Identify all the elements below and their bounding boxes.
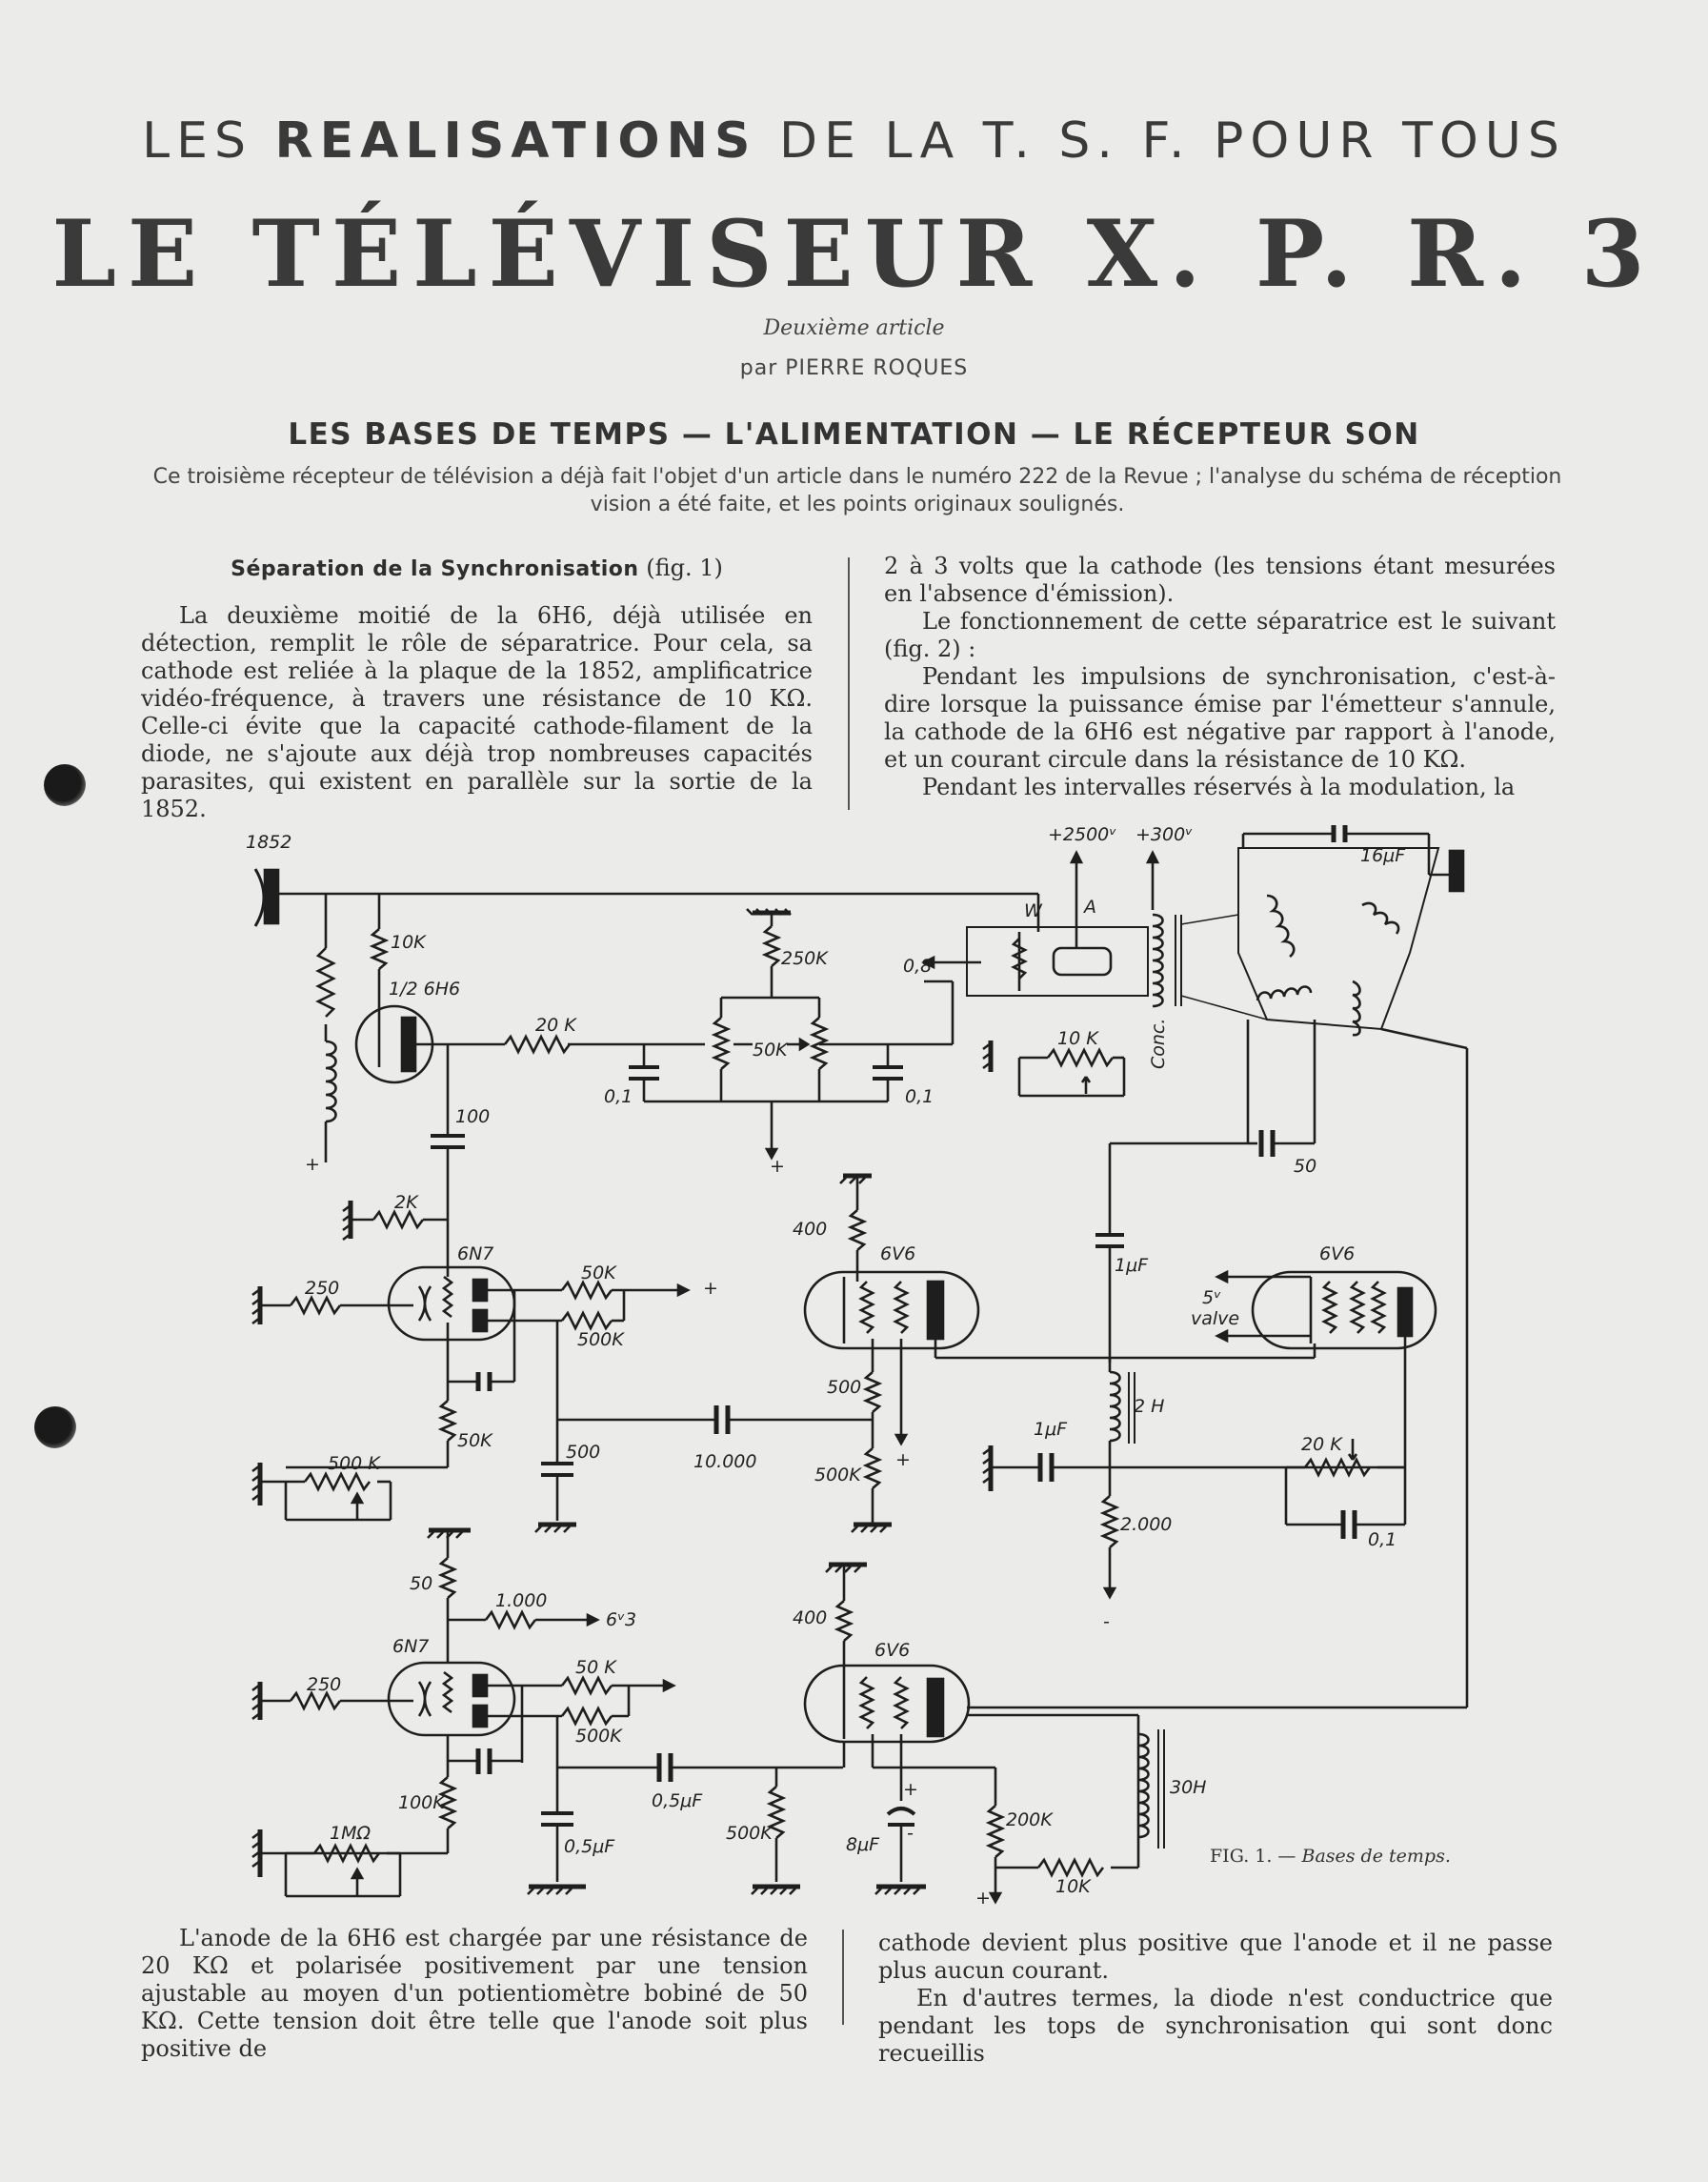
schematic-label-r-10k: 10K [391, 932, 427, 953]
schematic-label-label-w: W [1024, 900, 1043, 921]
schematic-label-r-2k: 2K [394, 1192, 419, 1213]
schematic-label-c-01-right: 0,1 [905, 1086, 934, 1107]
schematic-plus-sign-2: + [770, 1156, 785, 1177]
schematic-label-r-400-a: 400 [793, 1219, 827, 1240]
schematic-label-r-2000: 2.000 [1120, 1514, 1172, 1535]
bottom-left-paragraph: L'anode de la 6H6 est chargée par une ré… [141, 1925, 808, 2062]
schematic-label-c-100: 100 [455, 1106, 490, 1127]
bottom-left-column: L'anode de la 6H6 est chargée par une ré… [141, 1925, 808, 2063]
schematic-label-c-1mf-b: 1μF [1034, 1419, 1068, 1440]
schematic-label-label-a: A [1082, 897, 1096, 918]
schematic-label-c-8mf: 8μF [846, 1834, 880, 1855]
schematic-label-v-6v3: 6ᵛ3 [606, 1609, 636, 1630]
series-title: LES REALISATIONS DE LA T. S. F. POUR TOU… [142, 112, 1566, 170]
article-number: Deuxième article [763, 316, 945, 340]
schematic-label-r-100k: 100K [398, 1792, 446, 1813]
schematic-minus-sign-1: - [1103, 1611, 1110, 1632]
schematic-label-r-50k-pot: 50K [753, 1040, 789, 1061]
schematic-label-r-250-b: 250 [307, 1674, 341, 1695]
schematic-label-r-20k: 20 K [535, 1015, 577, 1036]
schematic-label-plus-2500: +2500ᵛ [1048, 824, 1116, 845]
schematic-label-c-1mf-a: 1μF [1115, 1255, 1149, 1276]
section-headings: LES BASES DE TEMPS — L'ALIMENTATION — LE… [288, 417, 1420, 452]
column-rule-bottom [842, 1929, 844, 2025]
left-column-heading: Séparation de la Synchronisation [231, 557, 639, 581]
schematic-plus-sign-1: + [305, 1154, 320, 1175]
column-rule-top [848, 557, 850, 810]
punch-hole-top [44, 764, 86, 806]
schematic-label-c-16: 16μF [1360, 845, 1406, 866]
schematic-label-valve-word: valve [1191, 1308, 1239, 1329]
schematic-label-r-1000: 1.000 [495, 1590, 547, 1611]
schematic-label-r-500k-a: 500K [577, 1329, 625, 1350]
schematic-label-r-10k-c: 10K [1055, 1876, 1092, 1897]
schematic-label-c-50: 50 [1294, 1156, 1316, 1177]
schematic-label-c-05-b: 0,5μF [564, 1836, 615, 1857]
schematic-label-r-50k-b: 50K [457, 1430, 493, 1451]
schematic-label-l-2h: 2 H [1134, 1396, 1164, 1417]
author-line: par PIERRE ROQUES [739, 356, 969, 380]
schematic-plus-sign-3: + [703, 1278, 718, 1299]
right-column-top: 2 à 3 volts que la cathode (les tensions… [884, 553, 1556, 801]
schematic-plus-sign-6: + [903, 1779, 918, 1800]
schematic-label-tube-6v6-c: 6V6 [874, 1640, 910, 1661]
schematic-minus-sign-2: - [907, 1823, 914, 1844]
schematic-label-val-08: 0,8 [903, 956, 932, 977]
schematic-label-r-500: 500 [827, 1377, 861, 1398]
schematic-label-r-400-b: 400 [793, 1607, 827, 1628]
schematic-label-pot-1m: 1MΩ [330, 1823, 371, 1844]
right-column-p3: Pendant les impulsions de synchronisatio… [884, 663, 1556, 773]
left-column-paragraph: La deuxième moitié de la 6H6, déjà utili… [141, 602, 813, 822]
schematic-label-r-50k-c: 50 K [575, 1657, 617, 1678]
schematic-label-r-500k-pot-a: 500 K [328, 1453, 381, 1474]
schematic-label-r-50k-a: 50K [581, 1263, 617, 1283]
right-column-p2: Le fonctionnement de cette séparatrice e… [884, 608, 1556, 662]
schematic-label-valve-5v: 5ᵛ [1202, 1287, 1221, 1308]
schematic-label-l-30h: 30H [1170, 1777, 1206, 1798]
schematic-label-tube-6v6-a: 6V6 [880, 1243, 915, 1264]
schematic-label-c-01-left: 0,1 [604, 1086, 633, 1107]
bottom-right-p2: En d'autres termes, la diode n'est condu… [878, 1985, 1553, 2067]
schematic-label-r-20k-b: 20 K [1301, 1434, 1343, 1455]
intro-text: Ce troisième récepteur de télévision a d… [152, 465, 1562, 516]
schematic-label-r-250-a: 250 [305, 1278, 339, 1299]
schematic-label-tube-6v6-b: 6V6 [1319, 1243, 1355, 1264]
schematic-label-tube-6h6: 1/2 6H6 [389, 979, 460, 1000]
schematic-label-r-250k: 250K [781, 948, 829, 969]
right-column-p4: Pendant les intervalles réservés à la mo… [922, 774, 1516, 800]
figure-caption: FIG. 1. — Bases de temps. [1210, 1846, 1451, 1867]
bottom-right-column: cathode devient plus positive que l'anod… [878, 1929, 1553, 2068]
schematic-label-c-500-a: 500 [566, 1442, 600, 1463]
schematic-label-r-10k-b: 10 K [1057, 1028, 1099, 1049]
left-column-top: Séparation de la Synchronisation (fig. 1… [141, 555, 813, 823]
schematic-label-r-500k-b: 500K [814, 1465, 862, 1485]
schematic-plus-sign-5: + [975, 1888, 991, 1909]
schematic-label-c-10000: 10.000 [693, 1451, 756, 1472]
punch-hole-bottom [34, 1406, 76, 1448]
left-column-heading-ref: (fig. 1) [638, 555, 723, 581]
schematic-label-r-500k-c: 500K [575, 1726, 623, 1747]
schematic-label-c-05-a: 0,5μF [652, 1790, 703, 1811]
schematic-label-tube-6n7-a: 6N7 [457, 1243, 493, 1264]
schematic-plus-sign-4: + [895, 1449, 911, 1470]
schematic-label-tube-6n7-b: 6N7 [392, 1636, 429, 1657]
schematic-label-plus-300: +300ᵛ [1135, 824, 1193, 845]
article-title: LE TÉLÉVISEUR X. P. R. 3 [51, 200, 1657, 308]
schematic-label-r-50: 50 [410, 1573, 432, 1594]
schematic-label-r-500k-d: 500K [726, 1823, 774, 1844]
right-column-p1: 2 à 3 volts que la cathode (les tensions… [884, 553, 1556, 607]
schematic-label-c-01-c: 0,1 [1368, 1529, 1397, 1550]
schematic-label-conc: Conc. [1148, 1019, 1169, 1069]
schematic-label-r-200k: 200K [1006, 1809, 1054, 1830]
schematic-label-tube-1852: 1852 [246, 832, 291, 853]
bottom-right-p1: cathode devient plus positive que l'anod… [878, 1929, 1553, 1984]
